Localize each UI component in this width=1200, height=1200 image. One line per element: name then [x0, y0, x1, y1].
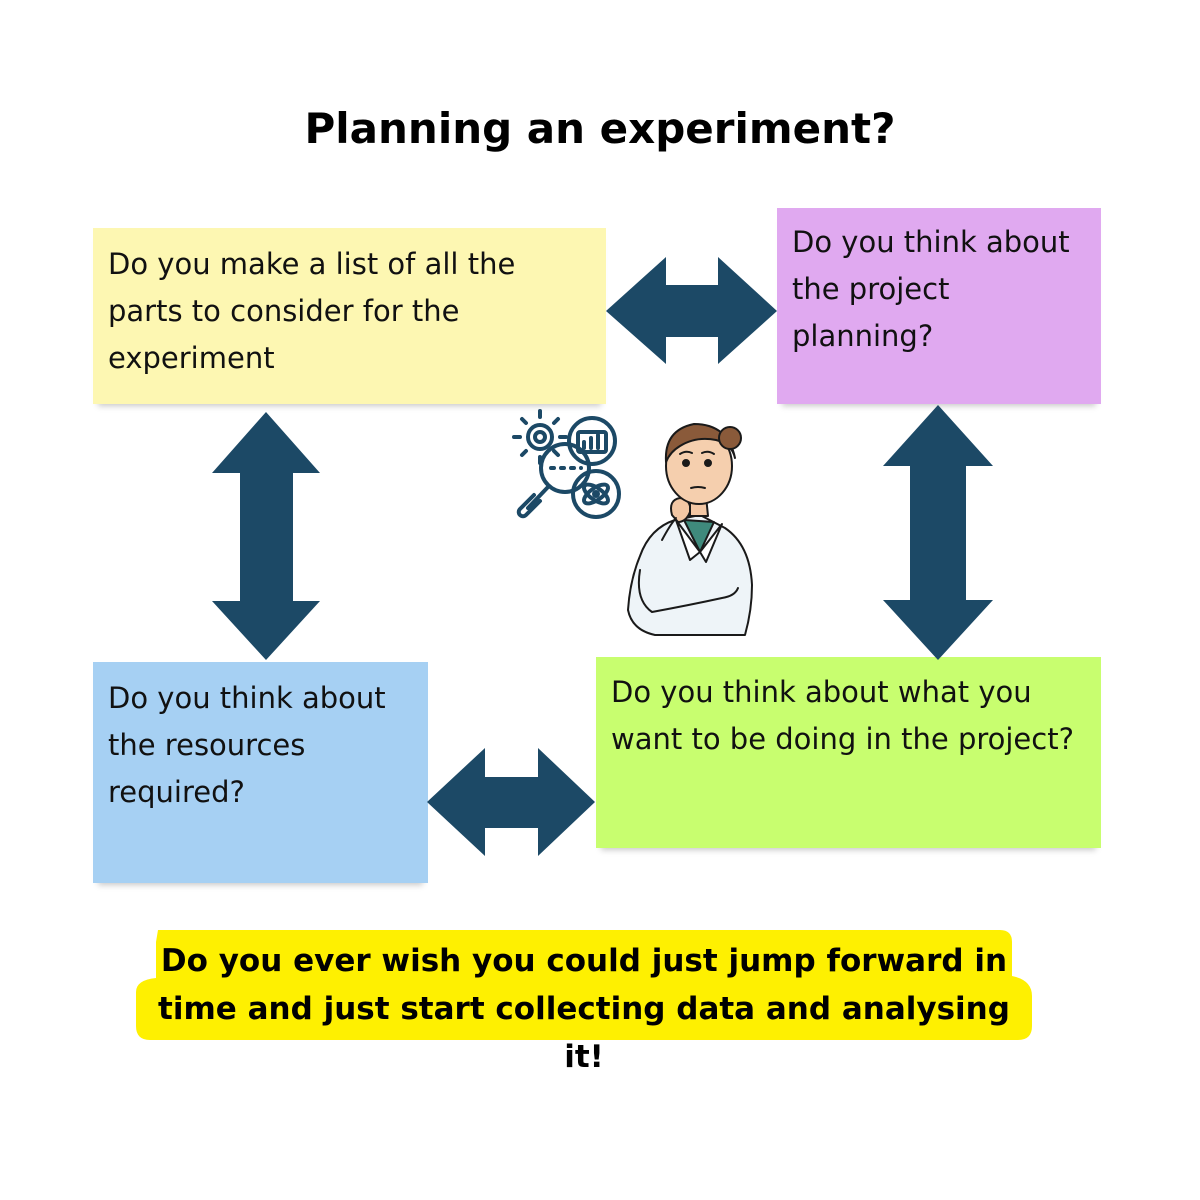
arrow-blue-green	[427, 748, 595, 856]
closing-question-callout: Do you ever wish you could just jump for…	[136, 930, 1032, 1075]
resources-note-text: Do you think about the resources require…	[108, 681, 386, 809]
parts-list-note-text: Do you make a list of all the parts to c…	[108, 247, 516, 375]
arrow-purple-green	[883, 405, 993, 660]
arrow-yellow-purple	[606, 257, 777, 364]
project-planning-note: Do you think about the project planning?	[777, 208, 1101, 404]
closing-question-text: Do you ever wish you could just jump for…	[158, 943, 1010, 1075]
project-planning-note-text: Do you think about the project planning?	[792, 225, 1070, 353]
activities-note-text: Do you think about what you want to be d…	[611, 675, 1074, 756]
arrow-yellow-blue	[212, 412, 320, 660]
callout-highlight	[136, 930, 1032, 1040]
page-title: Planning an experiment?	[304, 104, 896, 153]
parts-list-note: Do you make a list of all the parts to c…	[93, 228, 606, 404]
resources-note: Do you think about the resources require…	[93, 662, 428, 883]
activities-note: Do you think about what you want to be d…	[596, 657, 1101, 848]
